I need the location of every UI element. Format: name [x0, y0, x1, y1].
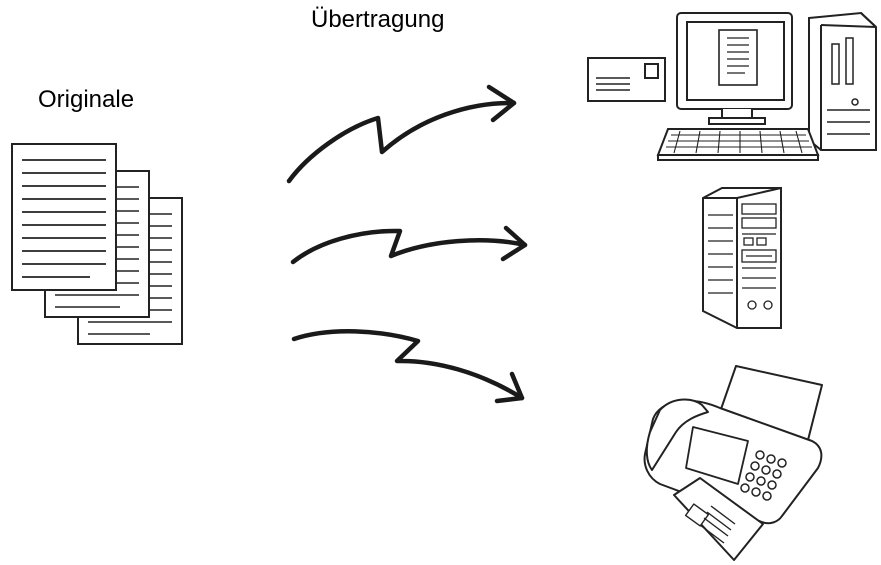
monitor — [676, 12, 793, 125]
envelope-icon — [587, 57, 666, 102]
originals-label: Originale — [38, 86, 135, 113]
lightning-arrow-icon-bottom — [291, 329, 525, 404]
transmission-arrows — [286, 84, 528, 404]
documents-stack-icon — [11, 143, 183, 345]
tower-case — [808, 11, 877, 151]
desktop-computer-icon — [587, 11, 877, 161]
server-tower-icon — [702, 187, 782, 329]
lightning-arrow-icon-middle — [290, 225, 528, 265]
fax-machine-icon — [643, 365, 823, 561]
keyboard — [656, 128, 820, 161]
lightning-arrow-icon-top — [286, 84, 517, 184]
document-page-front — [11, 143, 117, 291]
transmission-label: Übertragung — [311, 6, 445, 33]
